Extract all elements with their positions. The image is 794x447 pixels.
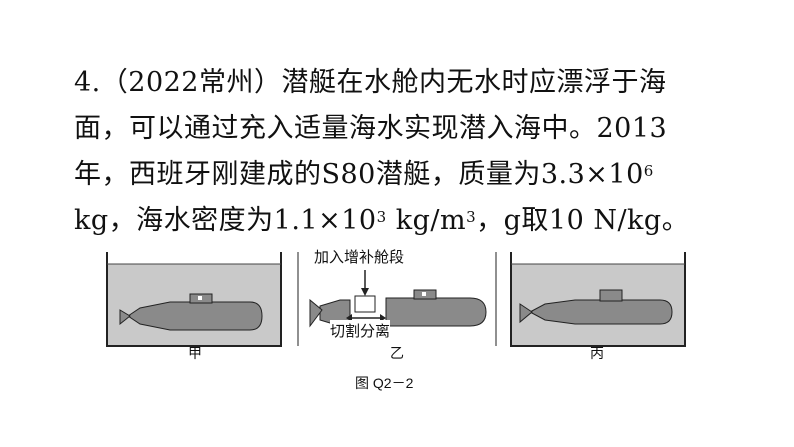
submarine-bing <box>519 289 673 325</box>
added-segment <box>354 295 376 313</box>
tank-jia <box>106 252 282 347</box>
density-exponent: 3 <box>376 208 387 226</box>
annotation-cut: 切割分离 <box>330 320 391 341</box>
question-line-4: kg，海水密度为1.1×103 kg/m3，g取10 N/kg。 <box>74 198 764 244</box>
gravity-text: ，g取10 N/kg。 <box>476 205 690 236</box>
process-yi <box>297 252 497 346</box>
figure-drawing <box>106 252 686 347</box>
question-line-3: 年，西班牙刚建成的S80潜艇，质量为3.3×106 <box>74 152 764 198</box>
annotation-add-segment: 加入增补舱段 <box>314 246 405 267</box>
stern-section <box>309 298 351 328</box>
question-text: 4.（2022常州）潜艇在水舱内无水时应漂浮于海 面，可以通过充入适量海水实现潜… <box>74 60 764 244</box>
unit-exponent: 3 <box>466 208 477 226</box>
label-yi: 乙 <box>390 346 404 362</box>
density-unit: kg/m <box>386 205 467 236</box>
mass-exponent: 6 <box>643 162 654 180</box>
question-line-2: 面，可以通过充入适量海水实现潜入海中。2013 <box>74 113 668 144</box>
submarine-jia <box>119 293 263 331</box>
density-text: kg，海水密度为1.1×10 <box>74 205 377 236</box>
tank-bing <box>510 252 686 347</box>
mass-text: 年，西班牙刚建成的S80潜艇，质量为3.3×10 <box>74 159 644 190</box>
label-bing: 丙 <box>590 346 604 362</box>
figure-caption: 图 Q2－2 <box>355 375 414 391</box>
figure-q2-2: 加入增补舱段 切割分离 甲 乙 丙 图 Q2－2 <box>0 240 794 440</box>
bow-section <box>385 289 487 327</box>
question-line-1: 4.（2022常州）潜艇在水舱内无水时应漂浮于海 <box>74 67 667 98</box>
label-jia: 甲 <box>188 346 202 362</box>
